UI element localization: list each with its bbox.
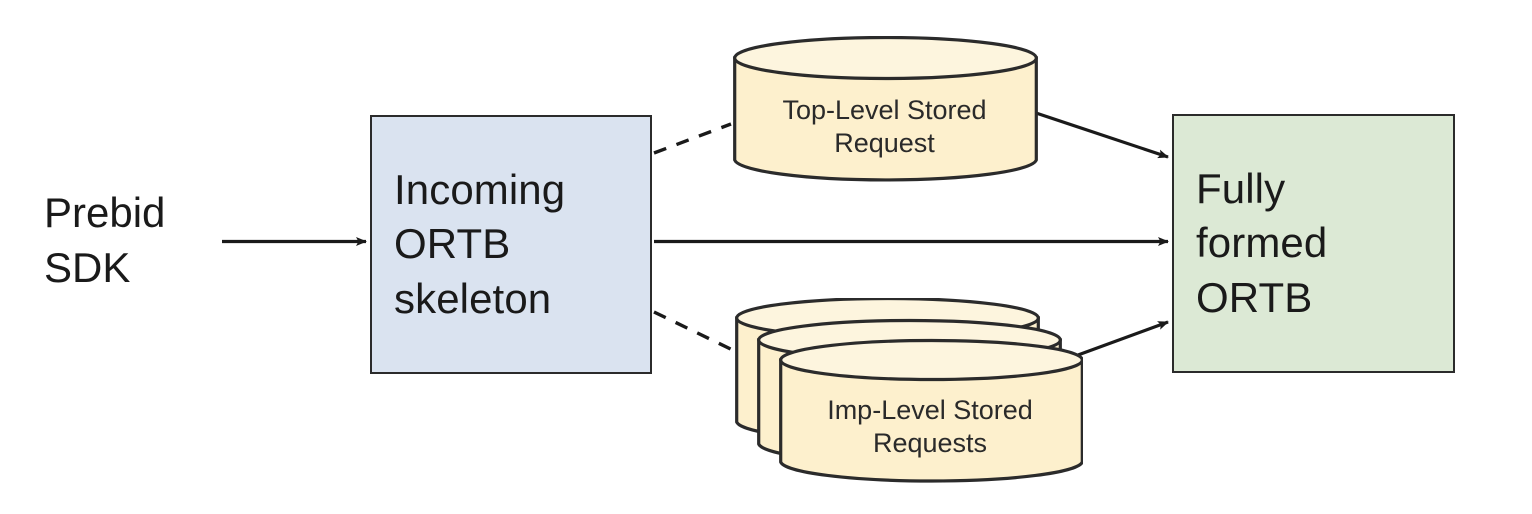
node-incoming-ortb-skeleton-label: Incoming ORTB skeleton xyxy=(394,165,566,322)
node-prebid-sdk-label: Prebid SDK xyxy=(44,189,166,291)
cylinder-shape-icon xyxy=(733,36,1038,182)
edge-imp-level-to-fully-formed xyxy=(1077,320,1169,357)
edge-top-level-to-fully-formed xyxy=(1035,111,1169,159)
node-prebid-sdk: Prebid SDK xyxy=(44,182,224,300)
node-fully-formed-ortb[interactable]: Fully formed ORTB xyxy=(1172,114,1455,373)
node-top-level-stored-request[interactable]: Top-Level Stored Request xyxy=(733,36,1038,182)
cylinder-front xyxy=(779,338,1083,483)
edge-incoming-to-top-level xyxy=(653,122,732,155)
node-incoming-ortb-skeleton[interactable]: Incoming ORTB skeleton xyxy=(370,115,652,374)
node-fully-formed-ortb-label: Fully formed ORTB xyxy=(1196,164,1328,321)
node-imp-level-stored-requests[interactable]: Imp-Level Stored Requests xyxy=(735,298,1083,484)
stacked-cylinder-shape-icon xyxy=(735,298,1083,483)
